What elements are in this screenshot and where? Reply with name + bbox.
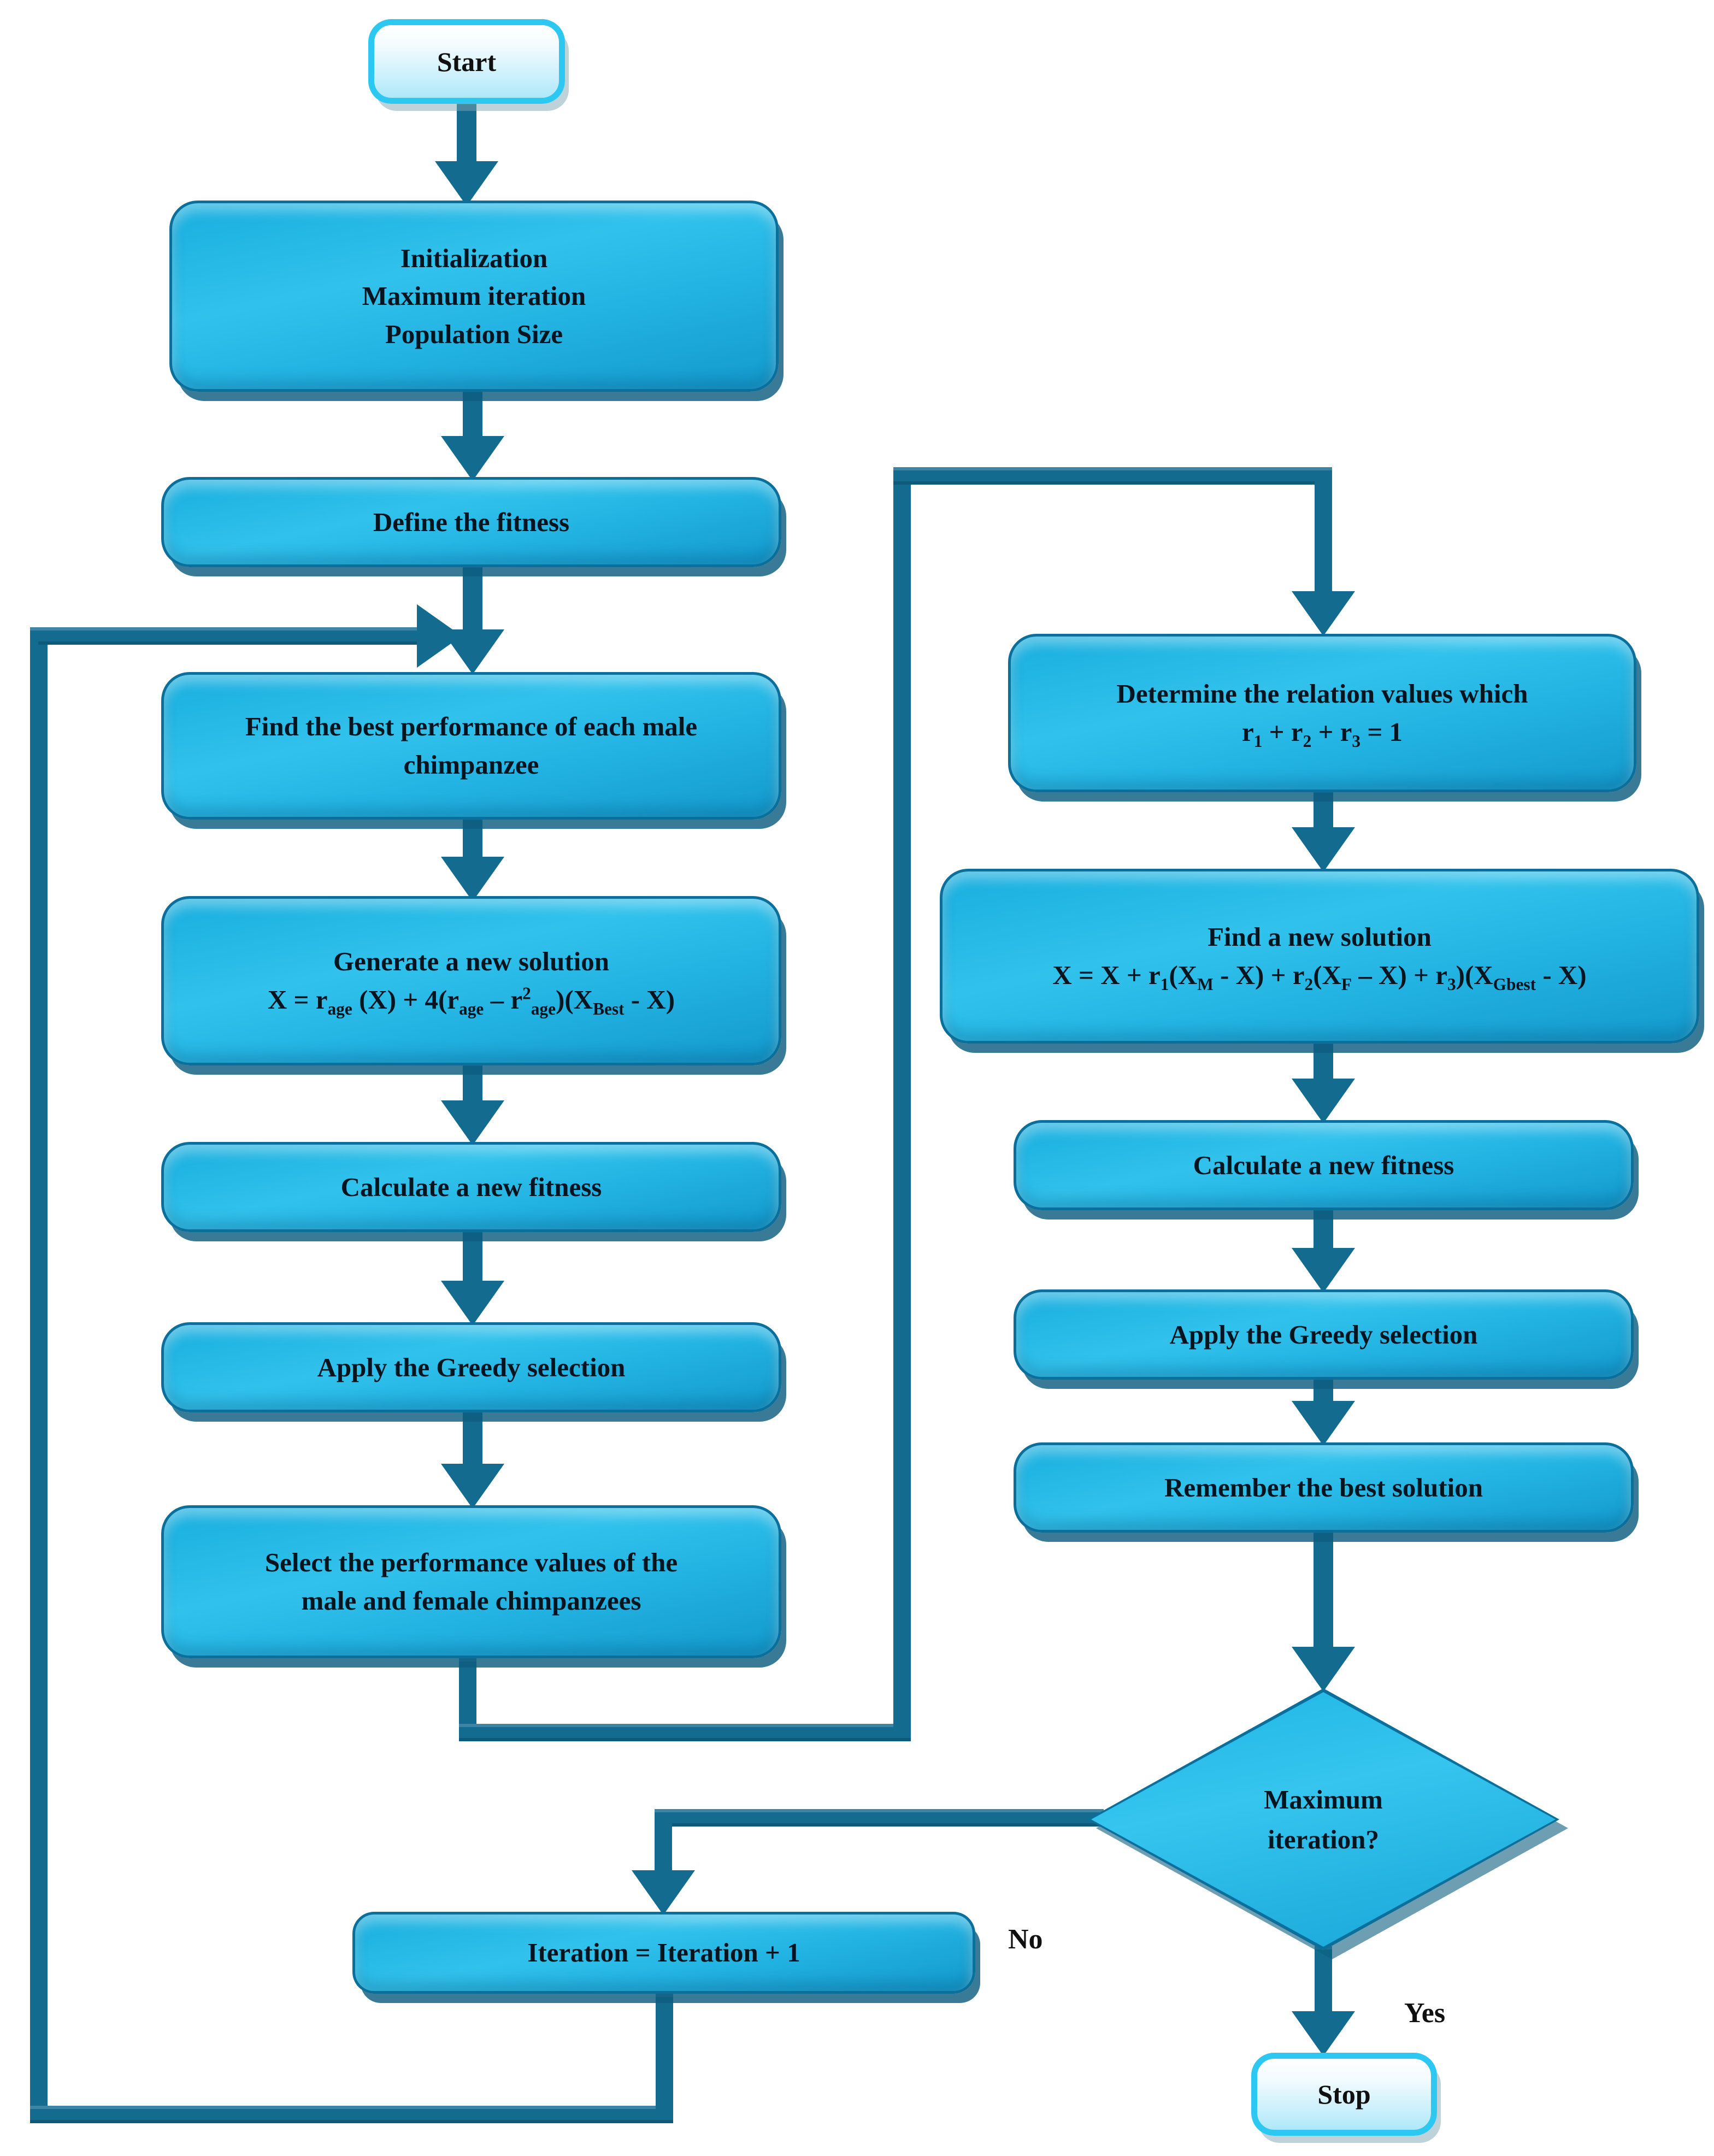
connector-loop-left-vertical — [30, 627, 48, 2123]
node-find-new-solution: Find a new solution X = X + r1(XM - X) +… — [940, 869, 1699, 1044]
determine-formula: r1 + r2 + r3 = 1 — [1241, 717, 1403, 751]
connector-no-vertical — [655, 1809, 672, 1875]
arrowhead-determine-icon — [1292, 591, 1355, 636]
connector-define-findbest — [463, 564, 482, 634]
init-line-population-size: Population Size — [385, 319, 563, 349]
find-new-formula: X = X + r1(XM - X) + r2(XF – X) + r3)(XG… — [1052, 960, 1587, 994]
greedy-selection-left-label: Apply the Greedy selection — [317, 1352, 626, 1382]
generate-title: Generate a new solution — [333, 946, 609, 977]
node-determine-relation: Determine the relation values which r1 +… — [1008, 634, 1636, 792]
arrowhead-greedyleft-icon — [441, 1281, 504, 1326]
greedy-selection-right-label: Apply the Greedy selection — [1169, 1319, 1478, 1350]
init-title: Initialization — [400, 243, 548, 273]
arrowhead-calcright-icon — [1292, 1079, 1355, 1123]
connector-into-determine — [1315, 467, 1332, 598]
node-stop: Stop — [1251, 2053, 1437, 2136]
arrowhead-findnew-icon — [1292, 827, 1355, 872]
connector-middle-vertical-up — [893, 467, 911, 1741]
init-line-max-iteration: Maximum iteration — [362, 281, 586, 311]
node-calculate-fitness-left: Calculate a new fitness — [161, 1142, 781, 1232]
node-remember-best: Remember the best solution — [1014, 1442, 1634, 1533]
stop-label: Stop — [1317, 2079, 1371, 2110]
node-define-fitness: Define the fitness — [161, 477, 781, 567]
node-decision-max-iteration: Maximum iteration? — [1087, 1688, 1559, 1951]
edge-label-no: No — [1008, 1924, 1043, 1955]
find-best-line-2: chimpanzee — [403, 750, 539, 780]
arrowhead-calcleft-icon — [441, 1100, 504, 1145]
connector-no-horizontal — [655, 1809, 1104, 1827]
node-select-performance: Select the performance values of the mal… — [161, 1505, 781, 1658]
arrowhead-init-icon — [435, 161, 498, 206]
arrowhead-select-icon — [441, 1464, 504, 1509]
node-calculate-fitness-right: Calculate a new fitness — [1014, 1120, 1634, 1210]
arrowhead-define-icon — [441, 436, 504, 481]
node-iteration-increment: Iteration = Iteration + 1 — [352, 1912, 975, 1994]
connector-start-init — [457, 101, 476, 169]
find-best-line-1: Find the best performance of each male — [245, 711, 698, 742]
connector-greedy-select — [463, 1410, 482, 1474]
node-greedy-selection-left: Apply the Greedy selection — [161, 1322, 781, 1412]
node-initialization: Initialization Maximum iteration Populat… — [169, 201, 779, 392]
iteration-increment-label: Iteration = Iteration + 1 — [527, 1937, 800, 1968]
edge-label-yes: Yes — [1404, 1998, 1446, 2029]
calculate-fitness-right-label: Calculate a new fitness — [1193, 1150, 1454, 1180]
arrowhead-no-icon — [632, 1870, 695, 1915]
find-new-title: Find a new solution — [1208, 922, 1432, 952]
connector-top-horizontal — [893, 467, 1332, 485]
decision-line-2: iteration? — [1267, 1824, 1380, 1854]
connector-findbest-generate — [463, 817, 482, 863]
start-label: Start — [437, 46, 497, 77]
arrowhead-decision-icon — [1292, 1647, 1355, 1692]
arrowhead-greedyright-icon — [1292, 1248, 1355, 1293]
node-start: Start — [368, 19, 565, 104]
connector-remember-decision — [1314, 1530, 1333, 1657]
connector-select-exit-horizontal — [459, 1724, 911, 1741]
connector-calc-greedy — [463, 1229, 482, 1291]
node-find-best-performance: Find the best performance of each male c… — [161, 672, 781, 820]
determine-title: Determine the relation values which — [1116, 679, 1528, 709]
calculate-fitness-left-label: Calculate a new fitness — [340, 1171, 602, 1202]
arrowhead-generate-icon — [441, 857, 504, 902]
decision-line-1: Maximum — [1264, 1784, 1383, 1815]
generate-formula: X = rage (X) + 4(rage – r2age)(XBest - X… — [267, 983, 675, 1018]
decision-label: Maximum iteration? — [1087, 1688, 1559, 1951]
node-generate-solution: Generate a new solution X = rage (X) + 4… — [161, 896, 781, 1065]
connector-loop-bottom-horizontal — [30, 2106, 673, 2123]
arrowhead-findbest-icon — [441, 629, 504, 674]
define-fitness-label: Define the fitness — [373, 506, 570, 537]
arrowhead-yes-icon — [1292, 2011, 1355, 2056]
select-performance-line-1: Select the performance values of the — [264, 1547, 678, 1578]
node-greedy-selection-right: Apply the Greedy selection — [1014, 1289, 1634, 1380]
remember-best-label: Remember the best solution — [1164, 1472, 1483, 1503]
select-performance-line-2: male and female chimpanzees — [301, 1586, 641, 1616]
connector-iteration-down — [656, 1994, 673, 2123]
connector-yes-vertical — [1315, 1946, 1332, 2019]
connector-loop-in-horizontal — [38, 627, 423, 645]
arrowhead-remember-icon — [1292, 1401, 1355, 1446]
